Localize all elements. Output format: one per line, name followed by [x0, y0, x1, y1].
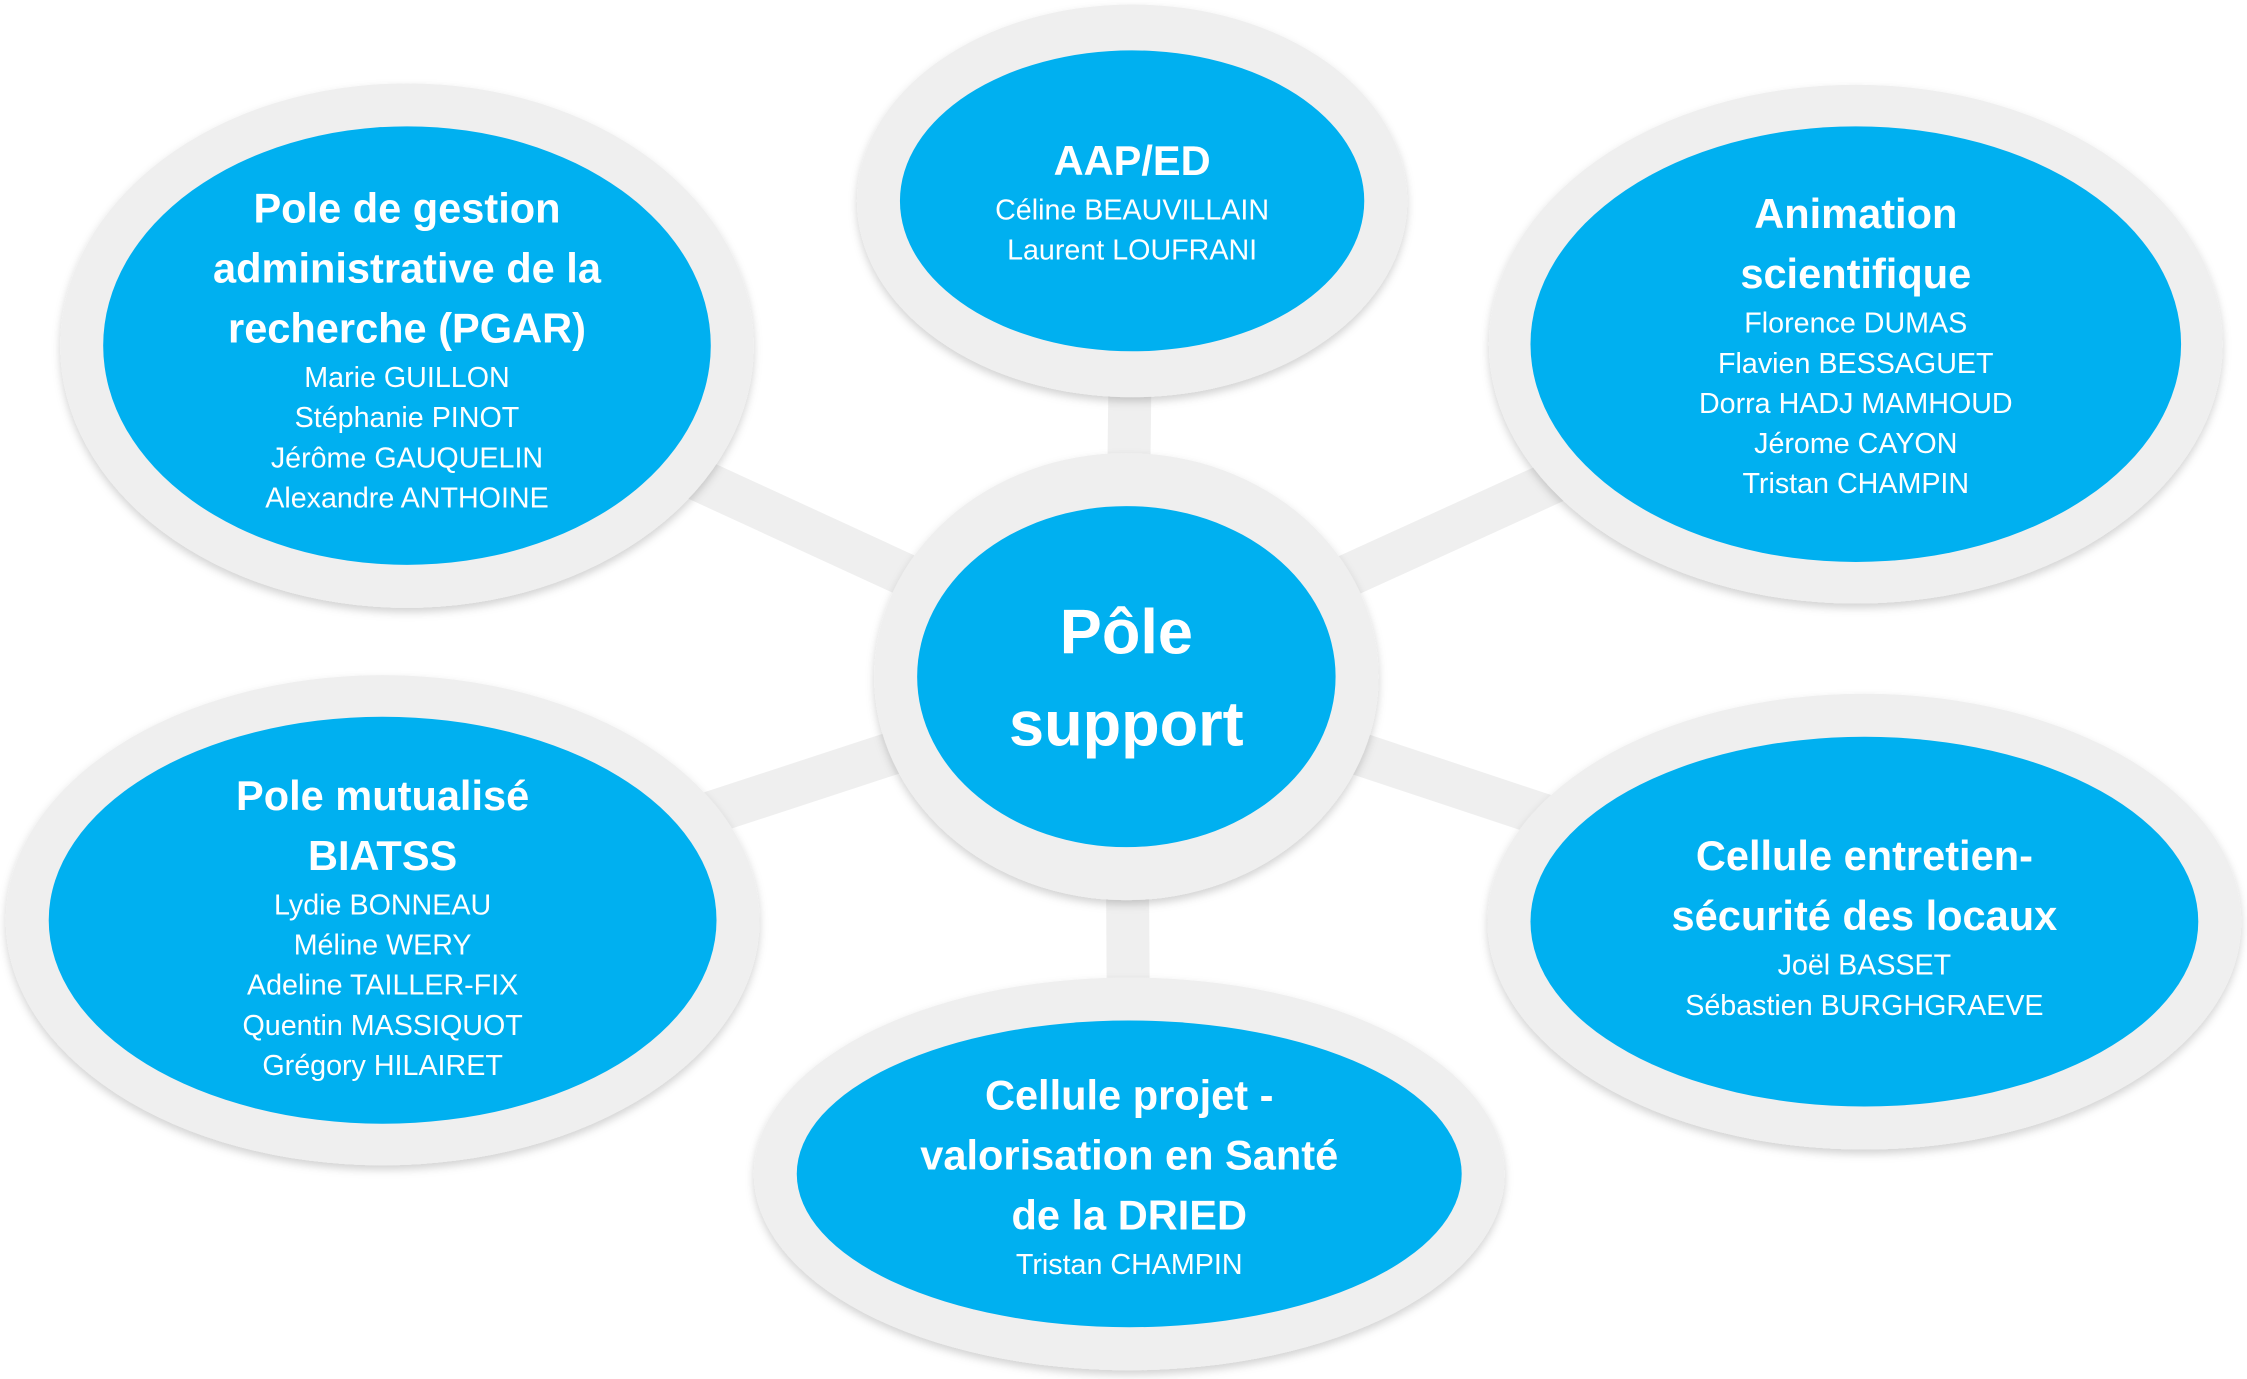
member-name: Joël BASSET [1778, 950, 1952, 982]
nodes: AAP/ED Céline BEAUVILLAIN Laurent LOUFRANI… [5, 4, 2242, 1371]
node-animation-fill [1530, 126, 2182, 562]
center-title-line: support [1009, 689, 1244, 759]
member-name: Dorra HADJ MAMHOUD [1699, 388, 2013, 420]
center-node: Pôle support [874, 453, 1379, 901]
node-aap-ed: AAP/ED Céline BEAUVILLAIN Laurent LOUFRANI [856, 4, 1408, 398]
member-name: Lydie BONNEAU [274, 889, 491, 921]
node-title-line: Cellule entretien- [1696, 832, 2033, 879]
node-title-line: BIATSS [308, 832, 457, 879]
node-pgar: Pole de gestion administrative de la reche… [60, 83, 754, 608]
node-title-line: de la DRIED [1011, 1192, 1247, 1239]
member-name: Céline BEAUVILLAIN [995, 194, 1269, 226]
node-aap-ed-fill [899, 50, 1365, 352]
member-name: Laurent LOUFRANI [1007, 235, 1257, 267]
member-name: Florence DUMAS [1744, 308, 1967, 340]
center-title-line: Pôle [1060, 598, 1193, 668]
center-node-fill [917, 506, 1336, 848]
member-name: Grégory HILAIRET [262, 1050, 502, 1082]
node-title-line: Cellule projet - [985, 1071, 1274, 1118]
node-title-line: Pole de gestion [253, 184, 560, 231]
node-title-line: Pole mutualisé [236, 772, 529, 819]
node-title-line: AAP/ED [1054, 137, 1211, 184]
member-name: Marie GUILLON [304, 362, 509, 394]
member-name: Jérôme GAUQUELIN [271, 442, 543, 474]
node-title-line: scientifique [1740, 250, 1971, 297]
node-title-line: valorisation en Santé [920, 1132, 1338, 1179]
node-entretien-fill [1530, 736, 2199, 1107]
member-name: Sébastien BURGHGRAEVE [1685, 990, 2043, 1022]
node-title-line: recherche (PGAR) [228, 305, 586, 352]
member-name: Méline WERY [294, 930, 472, 962]
member-name: Flavien BESSAGUET [1718, 348, 1994, 380]
node-title-line: administrative de la [213, 245, 602, 292]
member-name: Tristan CHAMPIN [1742, 468, 1969, 500]
node-projet: Cellule projet - valorisation en Santé de … [753, 977, 1505, 1371]
member-name: Adeline TAILLER-FIX [247, 970, 518, 1002]
node-projet-fill [796, 1020, 1462, 1328]
member-name: Stéphanie PINOT [295, 402, 520, 434]
node-pgar-fill [103, 126, 711, 565]
node-biatss-fill [48, 716, 717, 1124]
node-entretien: Cellule entretien-sécurité des locauxJoë… [1487, 693, 2242, 1150]
node-title-line: sécurité des locaux [1672, 892, 2058, 939]
node-title-line: Animation [1754, 190, 1957, 237]
member-name: Jérome CAYON [1754, 428, 1957, 460]
member-name: Tristan CHAMPIN [1016, 1249, 1243, 1281]
member-name: Quentin MASSIQUOT [242, 1010, 522, 1042]
member-name: Alexandre ANTHOINE [265, 483, 548, 515]
